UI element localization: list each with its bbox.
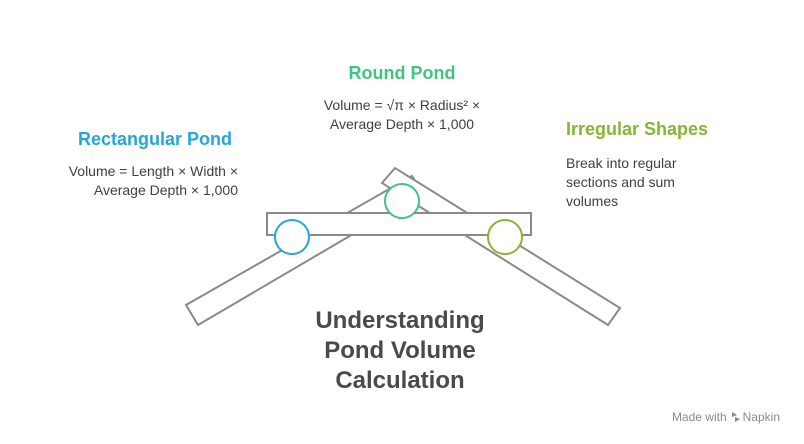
- irregular-shapes-heading: Irregular Shapes: [566, 119, 709, 139]
- napkin-brand: Napkin: [731, 410, 780, 424]
- made-with-napkin-badge[interactable]: Made with Napkin: [672, 410, 780, 424]
- irregular-shapes-node: [487, 219, 523, 255]
- round-pond-heading: Round Pond: [348, 63, 456, 83]
- napkin-label: Napkin: [742, 410, 780, 424]
- irregular-shapes-description: Break into regular sections and sum volu…: [566, 155, 677, 209]
- napkin-logo-icon: [731, 412, 740, 422]
- rectangular-pond-formula: Volume = Length × Width × Average Depth …: [68, 163, 238, 198]
- round-pond-node: [384, 183, 420, 219]
- rectangular-pond-heading: Rectangular Pond: [78, 129, 233, 149]
- rectangular-pond-node: [274, 219, 310, 255]
- round-pond-formula: Volume = √π × Radius² × Average Depth × …: [323, 97, 481, 132]
- made-with-label: Made with: [671, 410, 727, 424]
- diagram-title: Understanding Pond Volume Calculation: [315, 307, 485, 394]
